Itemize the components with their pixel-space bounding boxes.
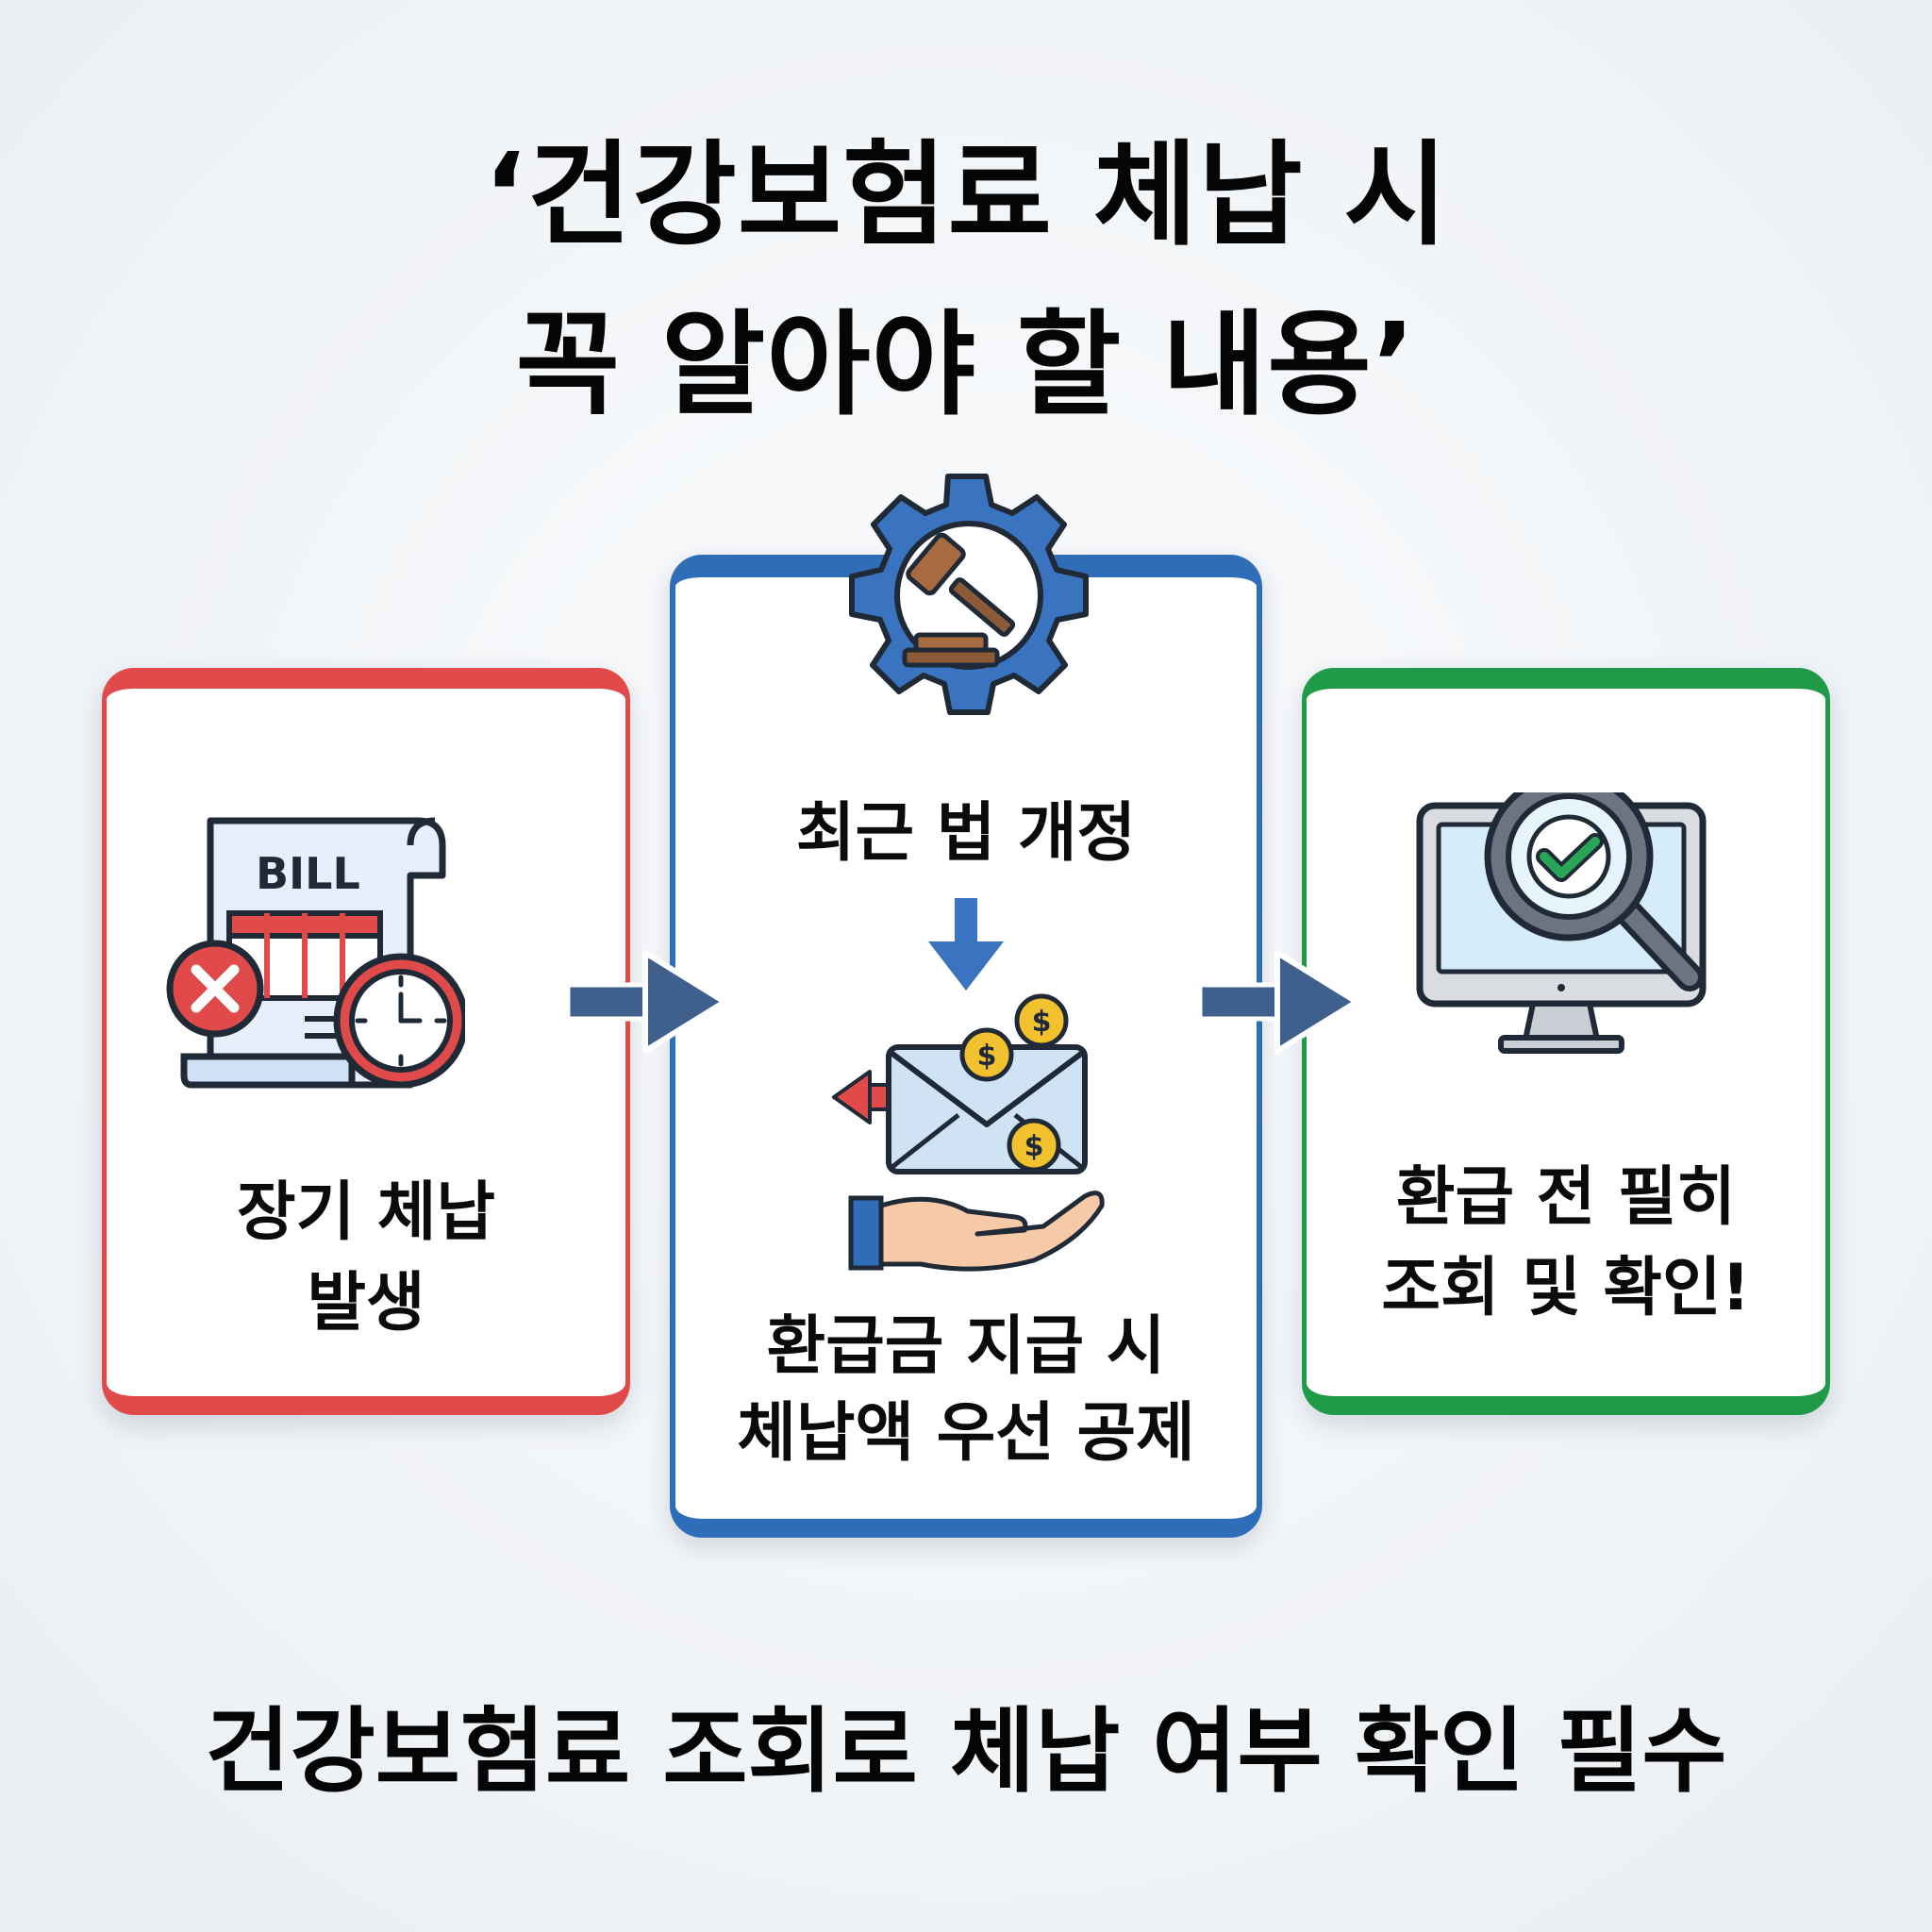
right-arrow-icon	[1197, 950, 1359, 1054]
svg-text:$: $	[1024, 1130, 1044, 1163]
page-title-line-1: ‘건강보험료 체납 시	[483, 130, 1449, 261]
card-long-term-arrears: BILL 장기 체납 발생	[102, 668, 630, 1415]
bill-label: BILL	[256, 848, 360, 899]
right-arrow-icon	[565, 950, 727, 1054]
card-1-line-1: 장기 체납	[237, 1175, 495, 1250]
card-1-text: 장기 체납 발생	[107, 1168, 625, 1349]
gavel-gear-icon	[849, 474, 1089, 715]
card-3-text: 환급 전 필히 조회 및 확인!	[1307, 1153, 1825, 1334]
svg-text:$: $	[977, 1040, 997, 1073]
bill-overdue-icon: BILL	[166, 817, 465, 1089]
card-check-before-refund: 환급 전 필히 조회 및 확인!	[1302, 668, 1830, 1415]
card-1-line-2: 발생	[307, 1266, 425, 1341]
down-arrow-icon	[928, 898, 1004, 991]
card-law-revision: 최근 법 개정 $ $ $ 환급금 지급 시 체납액 우선 공제	[670, 555, 1262, 1538]
card-3-line-2: 조회 및 확인!	[1381, 1251, 1751, 1325]
svg-text:$: $	[1032, 1006, 1052, 1039]
footer-message: 건강보험료 조회로 체납 여부 확인 필수	[205, 1698, 1727, 1806]
card-2-line-1: 환급금 지급 시	[766, 1309, 1166, 1384]
monitor-magnifier-check-icon	[1416, 792, 1707, 1054]
card-2-line-2: 체납액 우선 공제	[737, 1396, 1195, 1471]
card-2-heading: 최근 법 개정	[795, 796, 1137, 871]
card-3-line-1: 환급 전 필히	[1395, 1160, 1737, 1235]
page-title-line-2: 꼭 알아야 할 내용’	[515, 300, 1417, 431]
refund-envelope-hand-icon: $ $ $	[832, 993, 1105, 1272]
card-2-text: 환급금 지급 시 체납액 우선 공제	[675, 1304, 1257, 1477]
